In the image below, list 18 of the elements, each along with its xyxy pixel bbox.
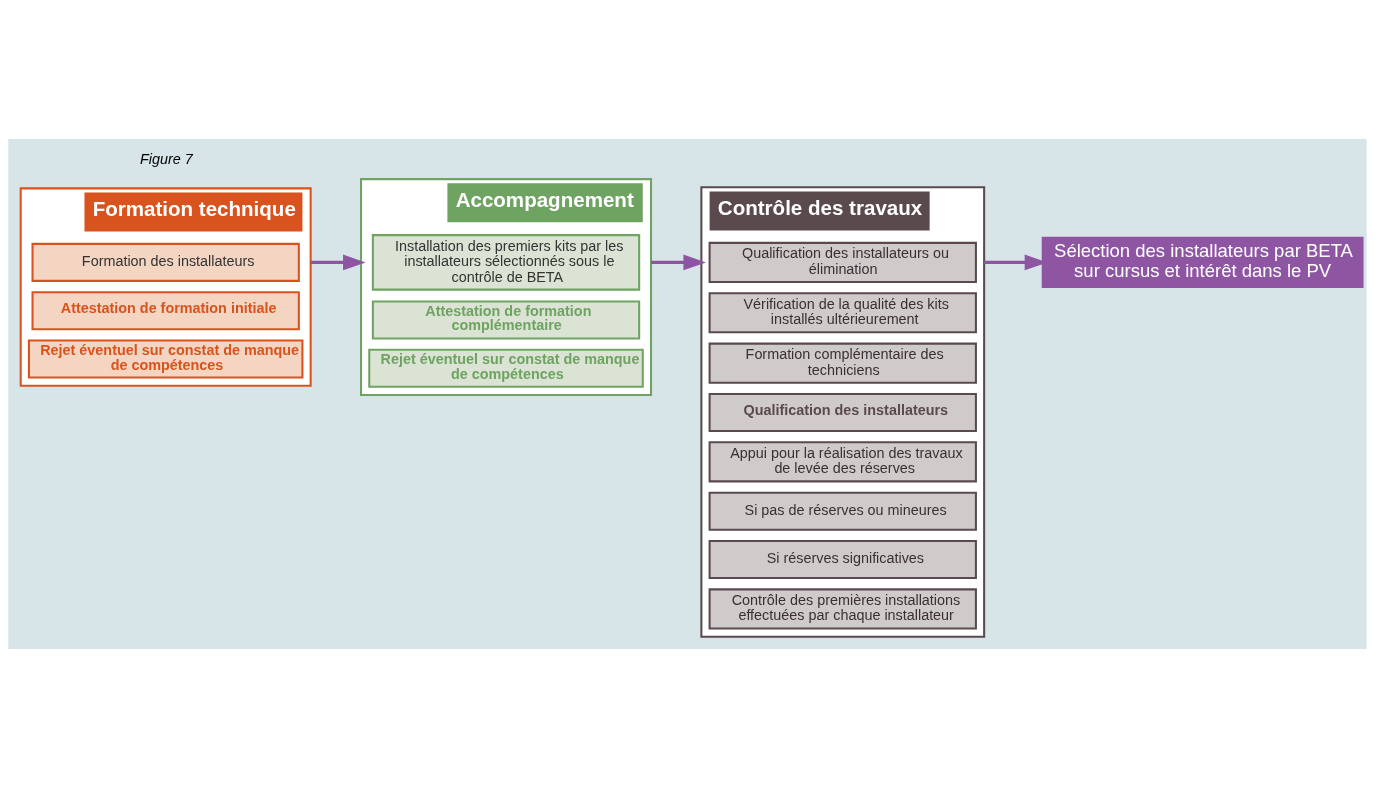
node-box: Qualification des installateurs (708, 392, 977, 432)
node-box: Contrôle des premières installations effectuées par chaque installateur (708, 587, 977, 629)
node-box: Formation complémentaire des techniciens (708, 342, 977, 384)
node-box: Rejet éventuel sur constat de manque de compétences (368, 348, 644, 388)
node-box: Qualification des installateurs ou élimination (708, 241, 977, 283)
label: Figure 7 (139, 150, 193, 167)
node-box: Si pas de réserves ou mineures (708, 491, 977, 531)
node-box: Installation des premiers kits par les installateurs sélectionnés sous le contrôle de BETA (371, 233, 641, 291)
node-box: Attestation de formation complémentaire (371, 299, 641, 339)
node-box: Sélection des installateurs par BETA sur cursus et intérêt dans le PV (1041, 236, 1364, 288)
arrow (310, 253, 366, 270)
node-box: Rejet éventuel sur constat de manque de compétences (27, 339, 304, 379)
node-box: Formation des installateurs (31, 242, 300, 282)
node-box: Vérification de la qualité des kits installés ultérieurement (708, 291, 977, 333)
node-box: Si réserves significatives (708, 539, 977, 579)
node-box: Attestation de formation initiale (31, 290, 300, 330)
node-box: Appui pour la réalisation des travaux de levée des réserves (708, 440, 977, 482)
arrow (651, 253, 707, 270)
